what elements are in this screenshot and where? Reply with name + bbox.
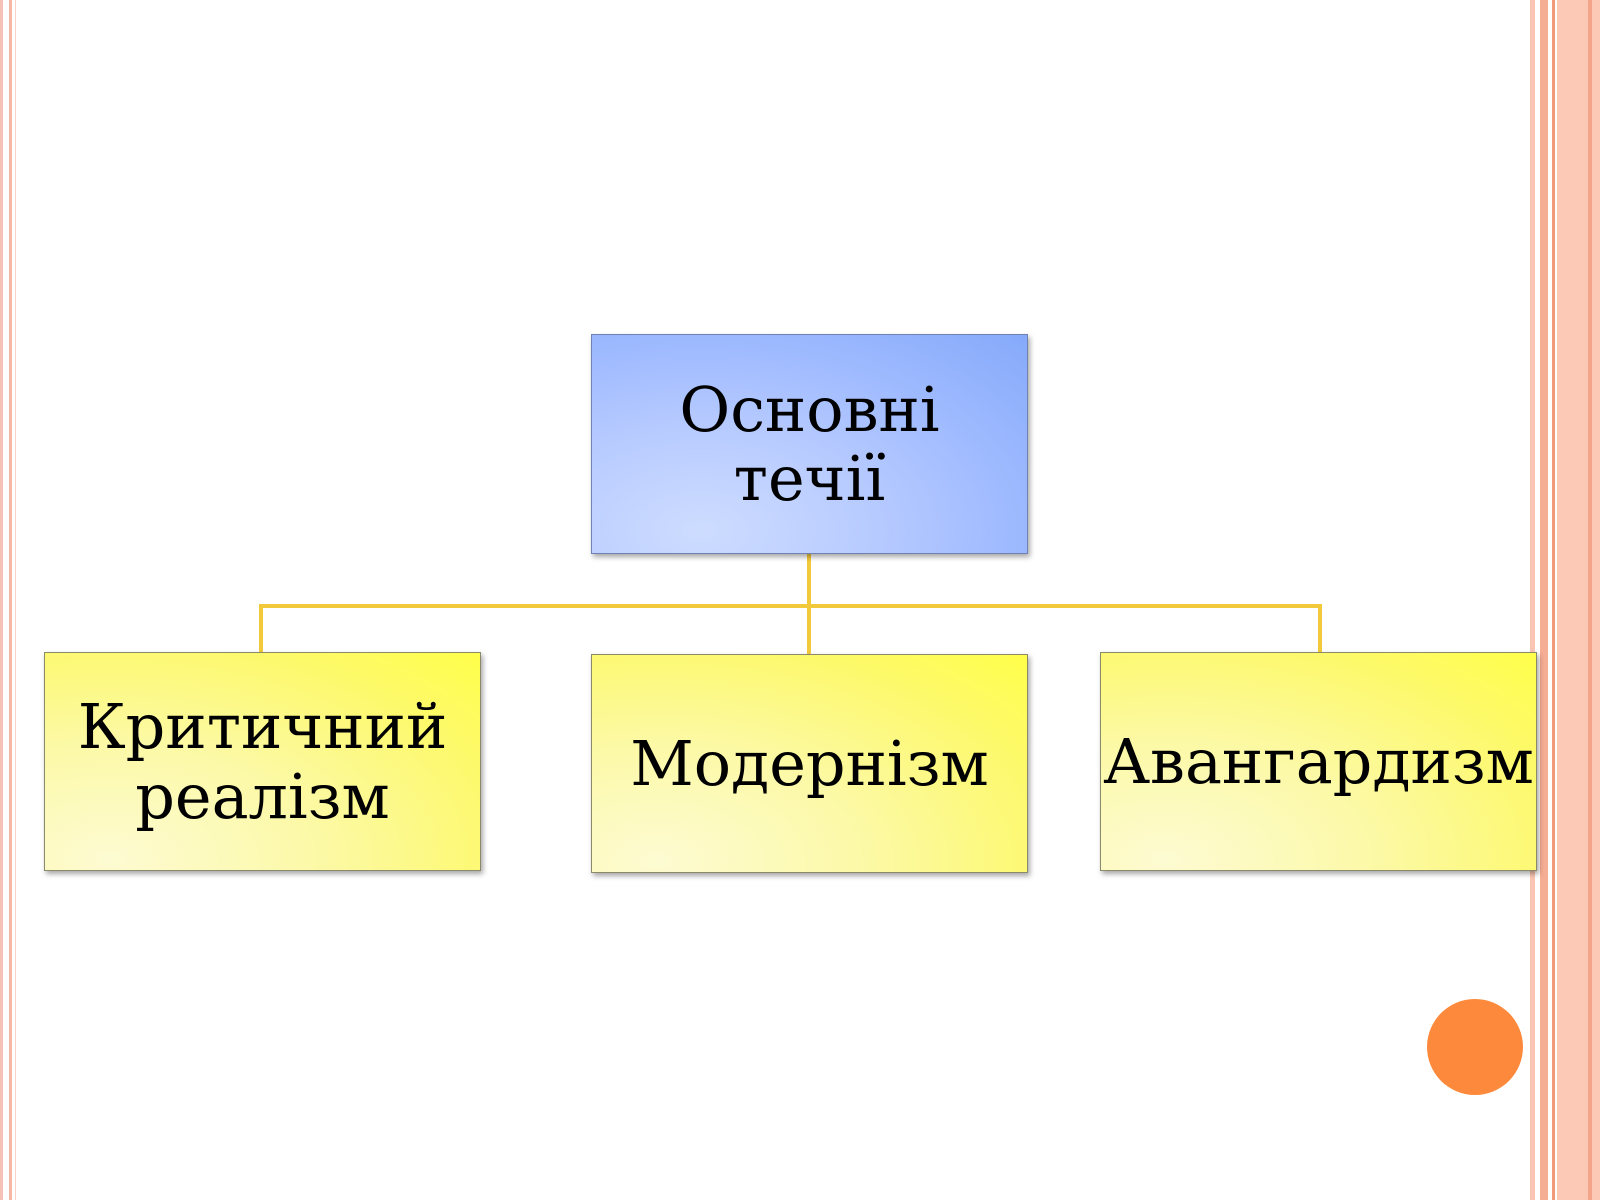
child-node-label: Критичний реалізм bbox=[77, 690, 448, 833]
root-node-label: Основні течії bbox=[679, 372, 940, 515]
right-border-stripe bbox=[1530, 0, 1535, 1200]
connector-to-critical-realism bbox=[259, 604, 263, 652]
child-node-modernism: Модернізм bbox=[591, 654, 1028, 873]
child-node-label: Авангардизм bbox=[1103, 724, 1534, 798]
right-border-stripe bbox=[1588, 0, 1592, 1200]
connector-to-avant-gardism bbox=[1318, 604, 1322, 652]
right-border-stripe bbox=[1552, 0, 1555, 1200]
connector-to-modernism bbox=[807, 604, 811, 654]
right-border-stripe bbox=[1540, 0, 1548, 1200]
right-border-stripe bbox=[1557, 0, 1600, 1200]
root-node: Основні течії bbox=[591, 334, 1028, 554]
child-node-critical-realism: Критичний реалізм bbox=[44, 652, 481, 871]
child-node-label: Модернізм bbox=[630, 726, 989, 800]
child-node-avant-gardism: Авангардизм bbox=[1100, 652, 1537, 871]
left-border-stripe bbox=[9, 0, 12, 1200]
left-border-stripe bbox=[15, 0, 16, 1200]
decorative-dot bbox=[1427, 999, 1523, 1095]
left-border-stripe bbox=[0, 0, 3, 1200]
connector-root-down bbox=[807, 554, 811, 606]
connector-horizontal bbox=[259, 604, 1322, 608]
